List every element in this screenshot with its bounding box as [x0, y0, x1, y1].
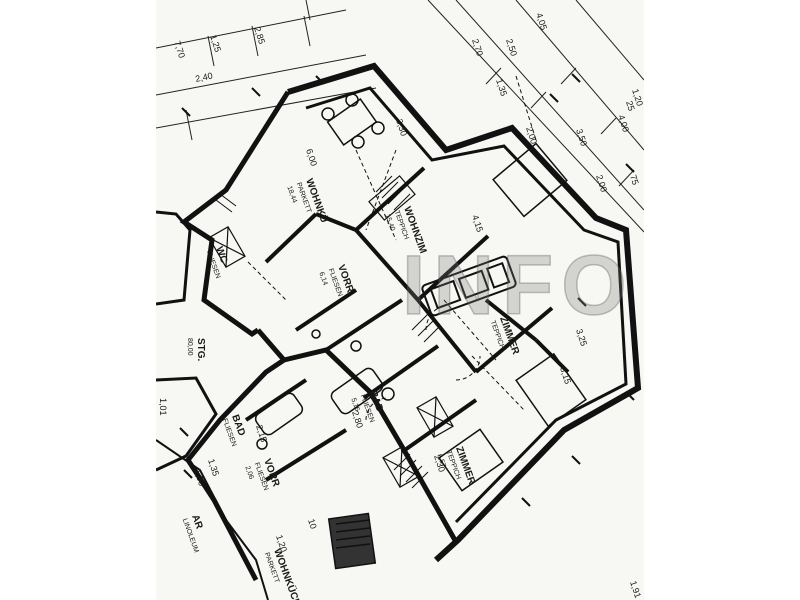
svg-text:15,40: 15,40 [383, 213, 396, 232]
svg-text:80,00: 80,00 [186, 338, 193, 356]
svg-text:STG.: STG. [195, 338, 206, 362]
dim-1-90: 1,90 [192, 468, 207, 488]
dim-1-91: 1,91 [628, 580, 643, 600]
floor-plan-sheet: WOHNKÜ PARKETT 18,44 WOHNZIM TEPPICH 15,… [156, 0, 644, 600]
dim-3-25: 3,25 [574, 328, 589, 348]
dim-6-00: 6,00 [304, 148, 319, 168]
dimension-lines-top-right [427, 0, 644, 233]
dim-10: 10 [306, 518, 319, 531]
window-symbols [208, 175, 454, 489]
dimension-ticks [179, 73, 635, 507]
door-swings [247, 75, 537, 421]
svg-text:5,16: 5,16 [349, 397, 360, 412]
svg-text:AR: AR [189, 513, 205, 531]
dim-2-50: 2,50 [504, 38, 519, 58]
dim-25: 25 [624, 100, 637, 113]
svg-text:18,44: 18,44 [285, 185, 298, 204]
dim-1-25: 1,25 [208, 34, 223, 54]
dim-4-05: 4,05 [534, 12, 549, 32]
building-walls [156, 62, 642, 600]
dim-2-30: 2,30 [432, 454, 447, 474]
dim-3-30: 3,30 [394, 118, 409, 138]
dim-3-15: 3,15 [558, 366, 573, 386]
dim-4-00: 4,00 [616, 114, 631, 134]
dim-2-80: 2,80 [350, 410, 365, 430]
svg-text:2,06: 2,06 [243, 465, 254, 480]
bed [438, 142, 587, 492]
dim-2-70: 2,70 [470, 38, 485, 58]
svg-text:WC: WC [213, 245, 229, 264]
dim-1-35-b: 1,35 [206, 458, 221, 478]
room-label-vorraum-2: VORR FLIESEN 2,06 [243, 457, 281, 491]
dim-3-50: 3,50 [574, 128, 589, 148]
bathtub [254, 329, 395, 450]
dining-table [321, 93, 385, 149]
dim-75: 75 [628, 174, 641, 187]
room-label-kueche-2: WOHNKÜCHE PARKETT [263, 547, 307, 600]
room-label-wohnzimmer: WOHNZIM TEPPICH 15,40 [383, 205, 428, 255]
svg-text:8,57: 8,57 [435, 453, 446, 468]
dim-2-00-b: 2,00 [594, 174, 609, 194]
room-label-stiege: STG. 80,00 [186, 338, 206, 362]
stair-block [327, 512, 377, 570]
dim-1-01: 1,01 [158, 398, 168, 416]
dim-2-15: 2,15 [254, 424, 269, 444]
floor-plan: WOHNKÜ PARKETT 18,44 WOHNZIM TEPPICH 15,… [156, 0, 644, 600]
dim-2-85: 2,85 [252, 26, 267, 46]
room-label-abstellraum: AR LINOLEUM [181, 513, 205, 554]
dimension-lines-top-left [156, 0, 377, 141]
svg-text:6,14: 6,14 [317, 271, 328, 286]
dim-4-15: 4,15 [470, 214, 485, 234]
dim-2-40: 2,40 [194, 71, 213, 84]
dim-1-35: 1,35 [494, 78, 509, 98]
